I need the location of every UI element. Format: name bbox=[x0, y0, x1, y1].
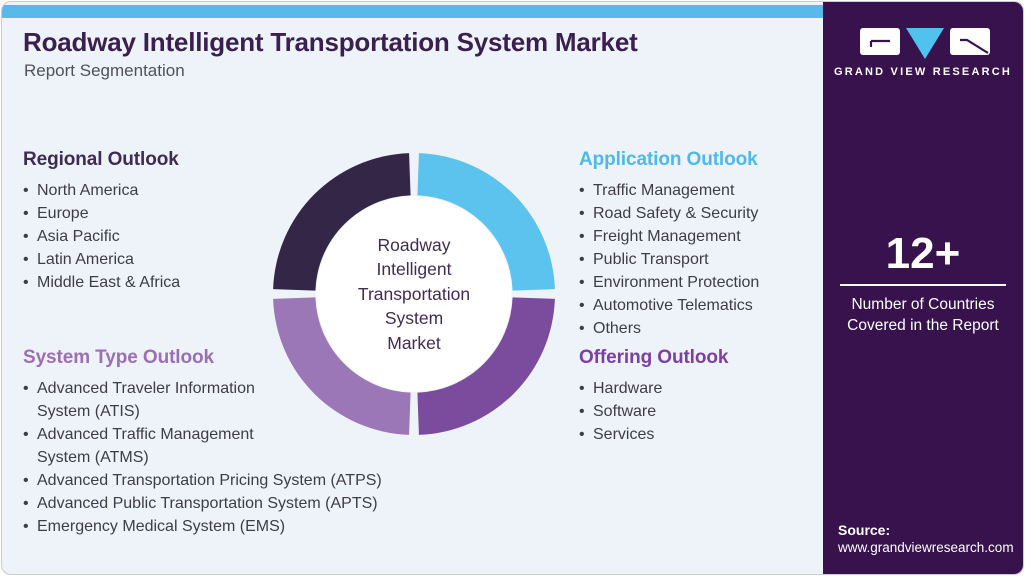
logo-g-mark bbox=[869, 39, 890, 47]
page-subtitle: Report Segmentation bbox=[24, 61, 185, 80]
sidebar: GRAND VIEW RESEARCH 12+ Number of Countr… bbox=[823, 2, 1023, 574]
source-url-link[interactable]: www.grandviewresearch.com bbox=[838, 540, 1014, 555]
regional-outlook-heading: Regional Outlook bbox=[23, 149, 179, 170]
system-type-outlook-list: Advanced Traveler Information System (AT… bbox=[23, 377, 493, 538]
section-regional-outlook: Regional Outlook North America Europe As… bbox=[23, 149, 273, 294]
list-item: Software bbox=[579, 400, 824, 423]
donut-segment-system-type bbox=[273, 297, 411, 435]
source-block: Source: www.grandviewresearch.com bbox=[838, 521, 1014, 556]
list-item: Europe bbox=[23, 202, 273, 225]
list-item: Automotive Telematics bbox=[579, 294, 824, 317]
list-item: North America bbox=[23, 179, 273, 202]
logo-wordmark: GRAND VIEW RESEARCH bbox=[833, 66, 1013, 78]
list-item: Middle East & Africa bbox=[23, 271, 273, 294]
donut-segment-regional bbox=[273, 153, 411, 291]
list-item: Advanced Public Transportation System (A… bbox=[23, 492, 493, 515]
main-content: Roadway Intelligent Transportation Syste… bbox=[2, 2, 823, 574]
gvr-logo: GRAND VIEW RESEARCH bbox=[823, 26, 1023, 78]
logo-v-icon bbox=[906, 28, 944, 59]
list-item: Freight Management bbox=[579, 225, 824, 248]
section-system-type-outlook: System Type Outlook Advanced Traveler In… bbox=[23, 347, 493, 538]
donut-center-disc bbox=[316, 196, 512, 392]
source-label: Source: bbox=[838, 522, 891, 538]
section-offering-outlook: Offering Outlook Hardware Software Servi… bbox=[579, 347, 824, 446]
list-item: Asia Pacific bbox=[23, 225, 273, 248]
list-item: Public Transport bbox=[579, 248, 824, 271]
offering-outlook-list: Hardware Software Services bbox=[579, 377, 824, 446]
gvr-logo-icon bbox=[860, 28, 990, 59]
page-title: Roadway Intelligent Transportation Syste… bbox=[23, 27, 638, 57]
application-outlook-list: Traffic Management Road Safety & Securit… bbox=[579, 179, 824, 340]
list-item: Latin America bbox=[23, 248, 273, 271]
stat-divider bbox=[840, 284, 1006, 286]
regional-outlook-list: North America Europe Asia Pacific Latin … bbox=[23, 179, 273, 294]
list-item: Emergency Medical System (EMS) bbox=[23, 515, 493, 538]
list-item: Others bbox=[579, 317, 824, 340]
application-outlook-heading: Application Outlook bbox=[579, 149, 758, 170]
offering-outlook-heading: Offering Outlook bbox=[579, 347, 729, 368]
list-item: Advanced Transportation Pricing System (… bbox=[23, 469, 493, 492]
logo-r-mark bbox=[960, 38, 989, 54]
stat-label: Number of Countries Covered in the Repor… bbox=[847, 296, 999, 334]
list-item: Traffic Management bbox=[579, 179, 824, 202]
system-type-outlook-heading: System Type Outlook bbox=[23, 347, 214, 368]
top-accent-bar bbox=[2, 5, 823, 18]
list-item: Advanced Traveler Information System (AT… bbox=[23, 377, 307, 423]
stat-value: 12+ bbox=[885, 229, 961, 278]
donut-chart bbox=[273, 153, 555, 435]
list-item: Hardware bbox=[579, 377, 824, 400]
list-item: Services bbox=[579, 423, 824, 446]
list-item: Road Safety & Security bbox=[579, 202, 824, 225]
list-item: Advanced Traffic Management System (ATMS… bbox=[23, 423, 307, 469]
countries-stat: 12+ Number of Countries Covered in the R… bbox=[823, 230, 1023, 336]
list-item: Environment Protection bbox=[579, 271, 824, 294]
section-application-outlook: Application Outlook Traffic Management R… bbox=[579, 149, 824, 340]
donut-segment-application bbox=[417, 153, 555, 291]
donut-segment-offering bbox=[417, 297, 555, 435]
